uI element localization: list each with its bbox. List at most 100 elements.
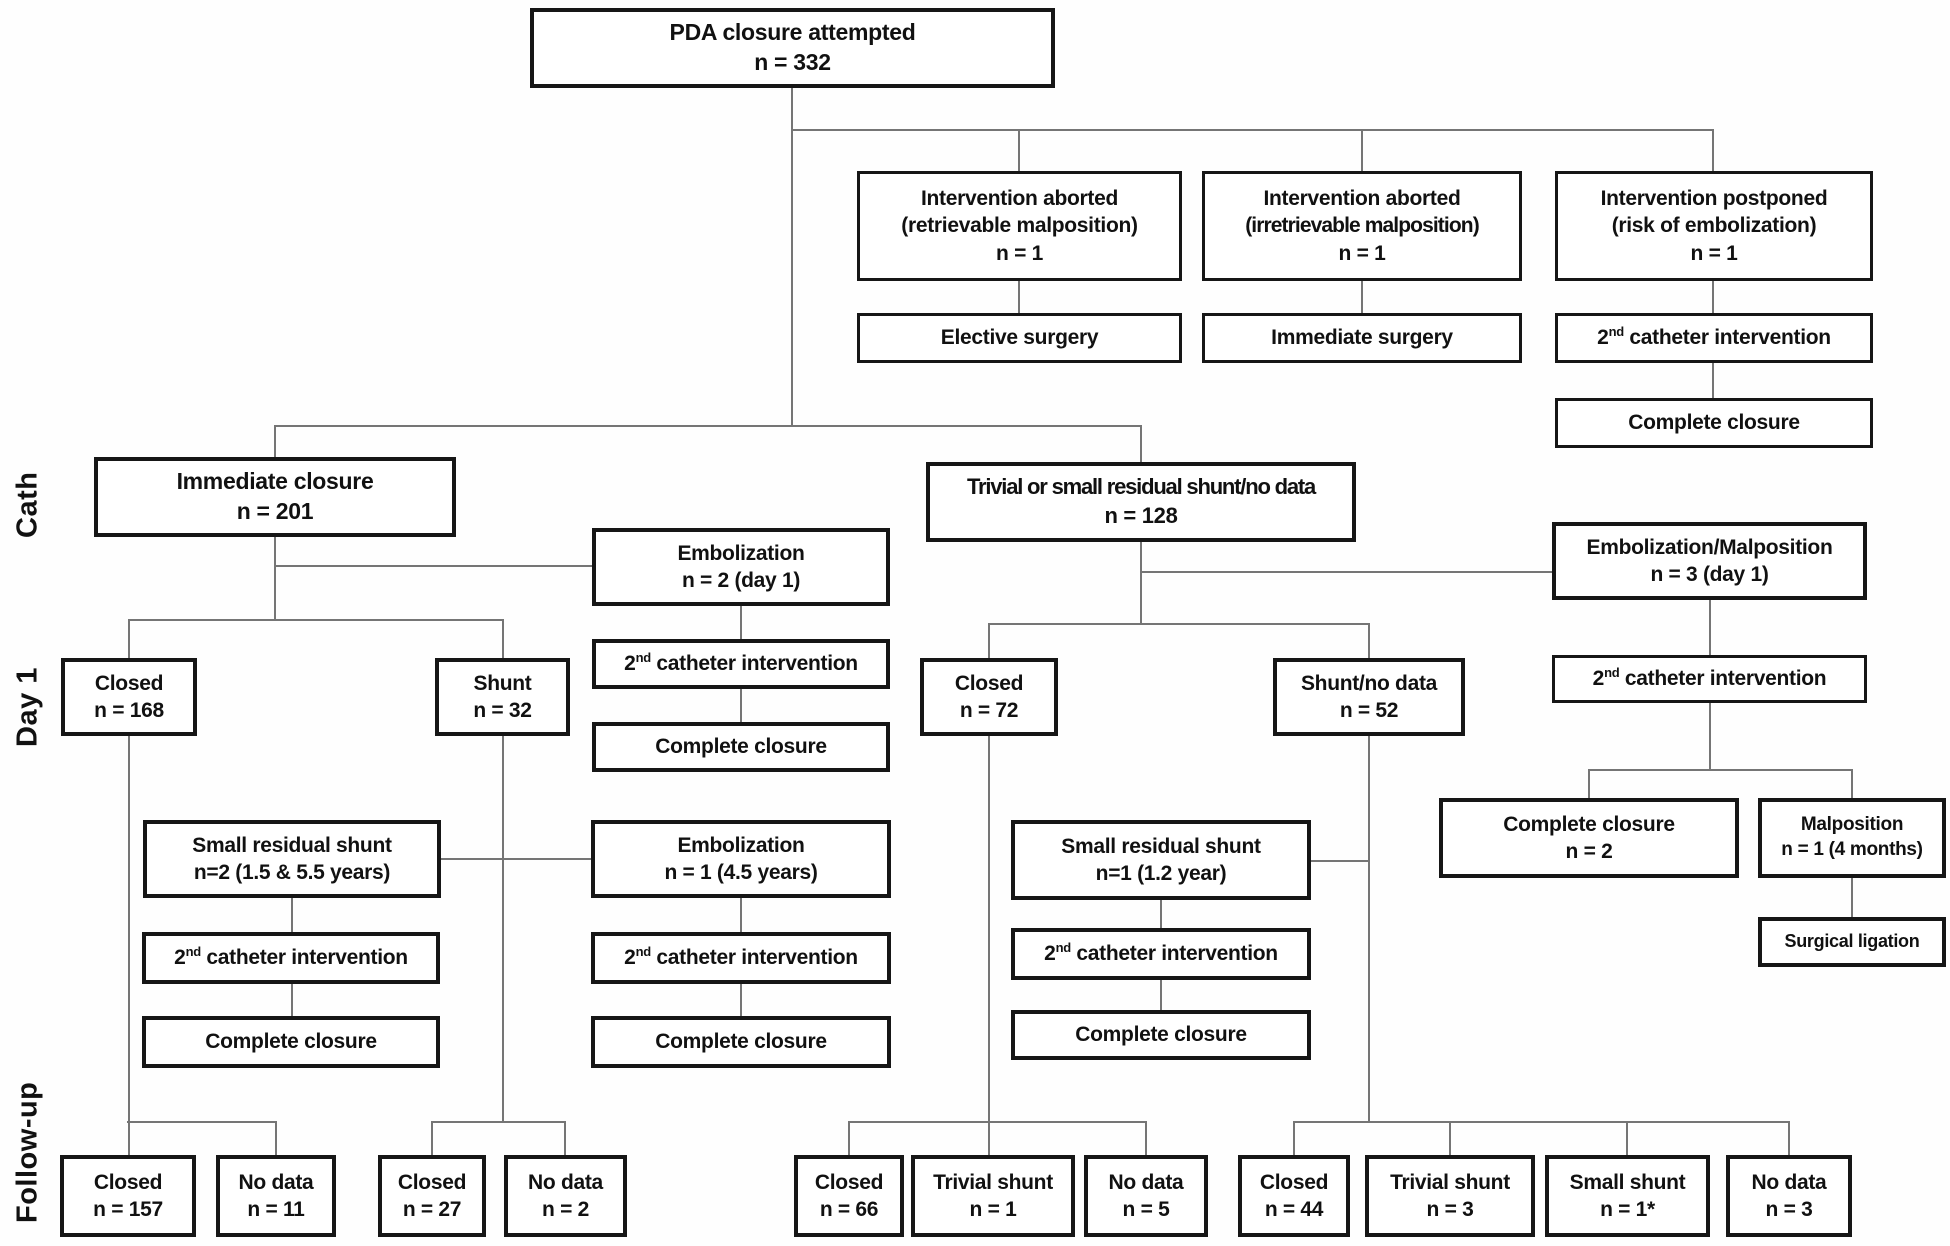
box-count: n = 1 (4 months)	[1781, 839, 1923, 860]
box-label: 2nd catheter intervention	[1597, 324, 1831, 351]
box-label: Complete closure	[1075, 1023, 1247, 1047]
edge	[274, 425, 276, 457]
box-complete-closure-postponed: Complete closure	[1555, 398, 1873, 448]
box-complete-closure-embo2: Complete closure	[592, 722, 890, 772]
label-base: 2	[1044, 942, 1056, 966]
box-count: n = 1	[969, 1198, 1017, 1221]
edge	[128, 619, 130, 658]
box-intervention-aborted-irretrievable: Intervention aborted (irretrievable malp…	[1202, 171, 1522, 281]
edge	[1709, 703, 1711, 770]
edge	[127, 1121, 277, 1123]
edge	[1712, 363, 1714, 398]
box-2nd-catheter-intervention-c: 2nd catheter intervention	[1011, 928, 1311, 980]
box-label: 2nd catheter intervention	[624, 944, 858, 971]
box-label: Immediate closure	[176, 468, 374, 495]
box-count: n = 2	[542, 1198, 589, 1221]
label-base: 2	[1597, 326, 1609, 350]
edge	[441, 858, 591, 860]
box-count: n=1 (1.2 year)	[1095, 862, 1227, 885]
box-complete-closure-a: Complete closure	[142, 1016, 440, 1068]
edge	[1140, 542, 1142, 624]
box-label: Small residual shunt	[192, 833, 392, 857]
box-sublabel: (irretrievable malposition)	[1245, 214, 1480, 238]
edge	[291, 898, 293, 932]
edge	[848, 1121, 1147, 1123]
box-immediate-closure: Immediate closure n = 201	[94, 457, 456, 537]
box-label: Trivial shunt	[1390, 1170, 1510, 1194]
box-label: PDA closure attempted	[669, 19, 916, 46]
box-label: Complete closure	[655, 735, 827, 759]
edge	[740, 606, 742, 639]
label-base: 2	[624, 946, 636, 970]
edge	[1293, 1121, 1790, 1123]
edge	[274, 425, 1142, 427]
edge	[988, 623, 990, 658]
label-superscript: nd	[185, 944, 202, 960]
box-pda-closure-attempted: PDA closure attempted n = 332	[530, 8, 1055, 88]
box-count: n = 66	[819, 1198, 879, 1221]
box-label: No data	[238, 1170, 314, 1194]
box-trivial-shunt-1: Trivial shunt n = 1	[911, 1155, 1075, 1237]
box-2nd-catheter-intervention-a: 2nd catheter intervention	[142, 932, 440, 984]
box-label: Closed	[814, 1170, 884, 1194]
edge	[1361, 129, 1363, 171]
box-complete-closure-c: Complete closure	[1011, 1010, 1311, 1060]
label-base: 2	[174, 946, 186, 970]
box-label: No data	[1108, 1170, 1184, 1194]
edge	[1368, 736, 1370, 1122]
label-superscript: nd	[635, 944, 652, 960]
box-count: n = 2	[1565, 840, 1613, 863]
box-count: n = 27	[402, 1198, 462, 1221]
edge	[791, 129, 1714, 131]
box-label: Small shunt	[1569, 1170, 1686, 1194]
box-small-shunt-1: Small shunt n = 1*	[1545, 1155, 1710, 1237]
box-label: 2nd catheter intervention	[1044, 940, 1278, 967]
box-closed-44: Closed n = 44	[1238, 1155, 1350, 1237]
edge	[988, 736, 990, 1155]
box-label: Closed	[397, 1170, 467, 1194]
edge	[1361, 281, 1363, 313]
edge	[1449, 1121, 1451, 1155]
edge	[128, 736, 130, 1155]
box-label: 2nd catheter intervention	[174, 944, 408, 971]
label-rest: catheter intervention	[650, 946, 858, 970]
edge	[1160, 980, 1162, 1010]
box-malposition-4months: Malposition n = 1 (4 months)	[1758, 798, 1946, 878]
box-2nd-catheter-intervention-postponed: 2nd catheter intervention	[1555, 313, 1873, 363]
label-superscript: nd	[635, 650, 652, 666]
box-label: Small residual shunt	[1061, 834, 1261, 858]
box-label: No data	[1751, 1170, 1827, 1194]
edge	[1018, 281, 1020, 313]
box-label: 2nd catheter intervention	[1593, 665, 1827, 692]
edge	[431, 1121, 433, 1155]
edge	[275, 1121, 277, 1155]
edge	[564, 1121, 566, 1155]
box-count: n = 52	[1339, 699, 1399, 722]
box-count: n = 3	[1426, 1198, 1474, 1221]
label-rest: catheter intervention	[650, 652, 858, 676]
edge	[502, 619, 504, 658]
row-label-cath: Cath	[11, 471, 44, 539]
edge	[1712, 129, 1714, 171]
box-2nd-catheter-intervention-b: 2nd catheter intervention	[591, 932, 891, 984]
edge	[1851, 769, 1853, 798]
box-2nd-catheter-intervention-embo-malposition: 2nd catheter intervention	[1552, 655, 1867, 703]
box-count: n = 201	[236, 498, 314, 524]
box-complete-closure-b: Complete closure	[591, 1016, 891, 1068]
label-superscript: nd	[1055, 940, 1072, 956]
box-label: Complete closure	[205, 1030, 377, 1054]
box-label: Closed	[94, 671, 164, 695]
box-count: n = 32	[473, 699, 532, 722]
edge	[502, 736, 504, 1122]
edge	[128, 619, 504, 621]
edge	[740, 898, 742, 932]
box-embolization-day1: Embolization n = 2 (day 1)	[592, 528, 890, 606]
edge	[1626, 1121, 1628, 1155]
box-count: n = 1	[996, 241, 1043, 265]
box-label: Embolization	[677, 833, 805, 857]
box-label: Embolization	[677, 541, 805, 565]
box-immediate-surgery: Immediate surgery	[1202, 313, 1522, 363]
box-closed-168: Closed n = 168	[61, 658, 197, 736]
edge	[1588, 769, 1853, 771]
box-no-data-11: No data n = 11	[216, 1155, 336, 1237]
